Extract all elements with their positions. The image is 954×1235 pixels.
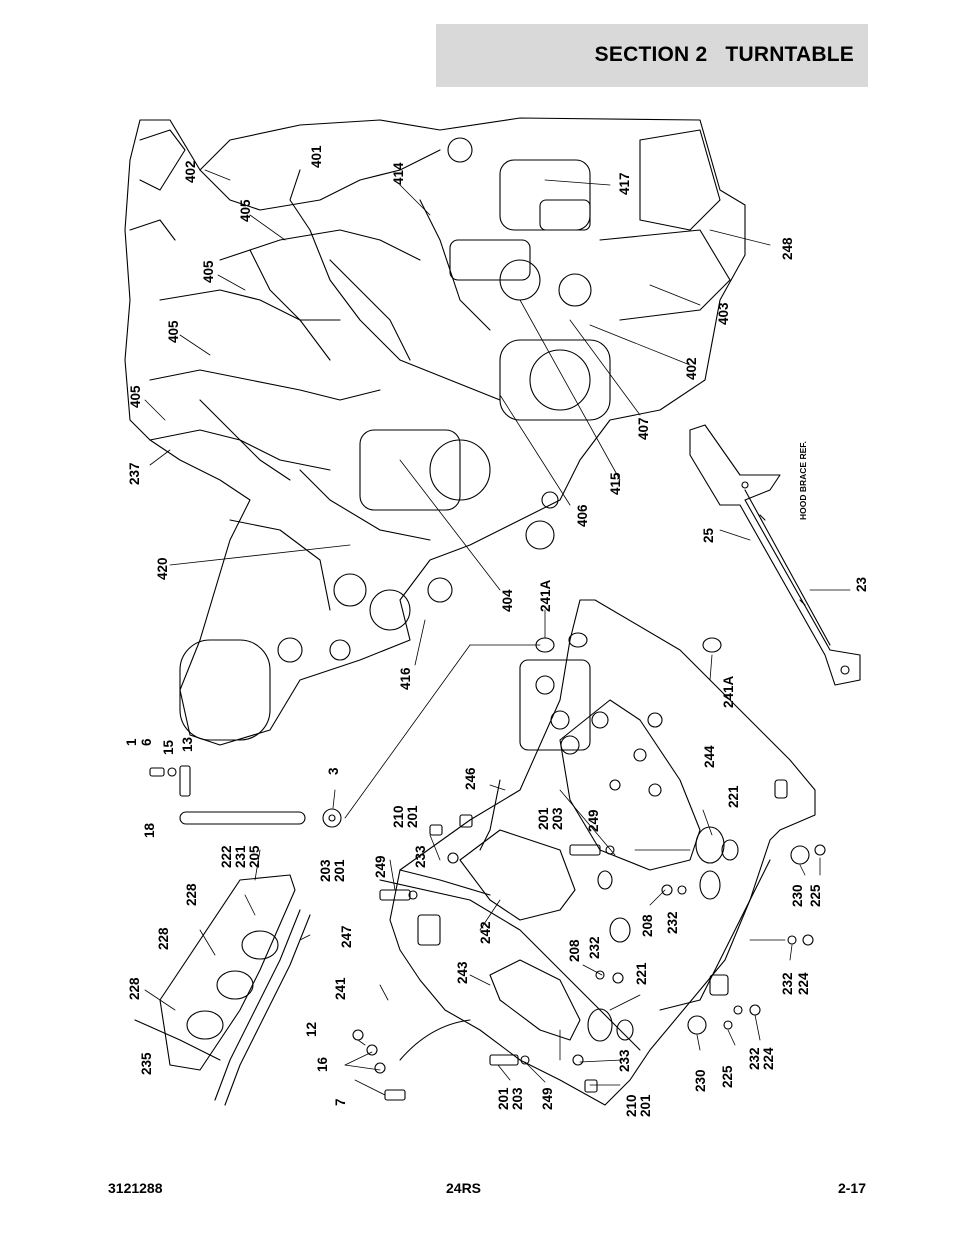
callout-203: 203 <box>510 1087 525 1110</box>
callout-222: 222 <box>219 845 234 868</box>
callout-241a: 241A <box>721 675 736 708</box>
callout-23: 23 <box>854 576 869 592</box>
callout-15: 15 <box>161 739 176 755</box>
callout-404: 404 <box>500 589 515 612</box>
callout-414: 414 <box>391 162 406 185</box>
page-number: 2-17 <box>837 1180 866 1196</box>
callout-221: 221 <box>726 785 741 808</box>
callout-201: 201 <box>638 1094 653 1117</box>
callout-18: 18 <box>142 822 157 838</box>
callout-232: 232 <box>747 1047 762 1070</box>
callout-7: 7 <box>333 1098 348 1106</box>
callout-224: 224 <box>796 972 811 995</box>
callout-241a: 241A <box>538 579 553 612</box>
callout-201: 201 <box>496 1087 511 1110</box>
callout-203: 203 <box>318 859 333 882</box>
engine-assembly-illustration <box>124 117 746 746</box>
callout-221: 221 <box>634 962 649 985</box>
callout-249: 249 <box>540 1087 555 1110</box>
callout-201: 201 <box>405 805 420 828</box>
callout-228: 228 <box>184 883 199 906</box>
callout-210: 210 <box>391 805 406 828</box>
callout-210: 210 <box>624 1094 639 1117</box>
hood-brace-illustration <box>689 424 861 686</box>
callout-201: 201 <box>332 859 347 882</box>
callout-401: 401 <box>309 145 324 168</box>
callout-243: 243 <box>455 961 470 984</box>
callout-225: 225 <box>808 884 823 907</box>
callout-407: 407 <box>636 417 651 440</box>
callout-230: 230 <box>790 884 805 907</box>
callout-241: 241 <box>333 977 348 1000</box>
callout-233: 233 <box>617 1049 632 1072</box>
callout-228: 228 <box>127 977 142 1000</box>
document-number: 3121288 <box>108 1180 163 1196</box>
callout-13: 13 <box>180 736 195 752</box>
callout-247: 247 <box>339 925 354 948</box>
leader-lines <box>144 169 851 1096</box>
callout-3: 3 <box>326 767 341 775</box>
callout-225: 225 <box>720 1065 735 1088</box>
callout-403: 403 <box>716 302 731 325</box>
callout-417: 417 <box>617 172 632 195</box>
callout-1: 1 <box>124 738 139 746</box>
callout-402: 402 <box>183 160 198 183</box>
turntable-frame-illustration <box>379 599 816 1106</box>
callout-6: 6 <box>139 738 154 746</box>
section-title: SECTION 2 TURNTABLE <box>594 43 854 66</box>
callout-208: 208 <box>567 939 582 962</box>
callout-232: 232 <box>587 936 602 959</box>
callout-231: 231 <box>233 845 248 868</box>
model-name: 24RS <box>446 1180 482 1196</box>
callout-416: 416 <box>398 667 413 690</box>
callout-246: 246 <box>463 767 478 790</box>
callout-224: 224 <box>761 1047 776 1070</box>
callout-208: 208 <box>640 914 655 937</box>
callout-242: 242 <box>478 921 493 944</box>
callout-248: 248 <box>780 237 795 260</box>
callout-415: 415 <box>608 472 623 495</box>
callout-402: 402 <box>684 357 699 380</box>
callout-16: 16 <box>315 1056 330 1072</box>
callout-25: 25 <box>701 527 716 543</box>
callout-235: 235 <box>139 1052 154 1075</box>
callout-420: 420 <box>155 557 170 580</box>
callout-201: 201 <box>536 807 551 830</box>
callout-233: 233 <box>413 845 428 868</box>
callout-232: 232 <box>665 911 680 934</box>
callout-228: 228 <box>156 927 171 950</box>
callout-232: 232 <box>780 972 795 995</box>
callout-labels: 402 401 414 417 405 405 405 405 248 403 … <box>124 145 869 1117</box>
callout-203: 203 <box>550 807 565 830</box>
callout-405: 405 <box>238 199 253 222</box>
callout-12: 12 <box>304 1022 319 1037</box>
callout-249: 249 <box>586 809 601 832</box>
callout-406: 406 <box>575 504 590 527</box>
solenoid-bank-illustration <box>134 874 311 1106</box>
callout-405: 405 <box>128 385 143 408</box>
callout-405: 405 <box>201 260 216 283</box>
callout-405: 405 <box>166 320 181 343</box>
section-header: SECTION 2 TURNTABLE <box>436 24 868 87</box>
callout-205: 205 <box>247 845 262 868</box>
hood-brace-note: HOOD BRACE REF. <box>798 441 808 520</box>
callout-249: 249 <box>373 855 388 878</box>
callout-244: 244 <box>702 745 717 768</box>
callout-230: 230 <box>693 1069 708 1092</box>
callout-237: 237 <box>127 462 142 485</box>
